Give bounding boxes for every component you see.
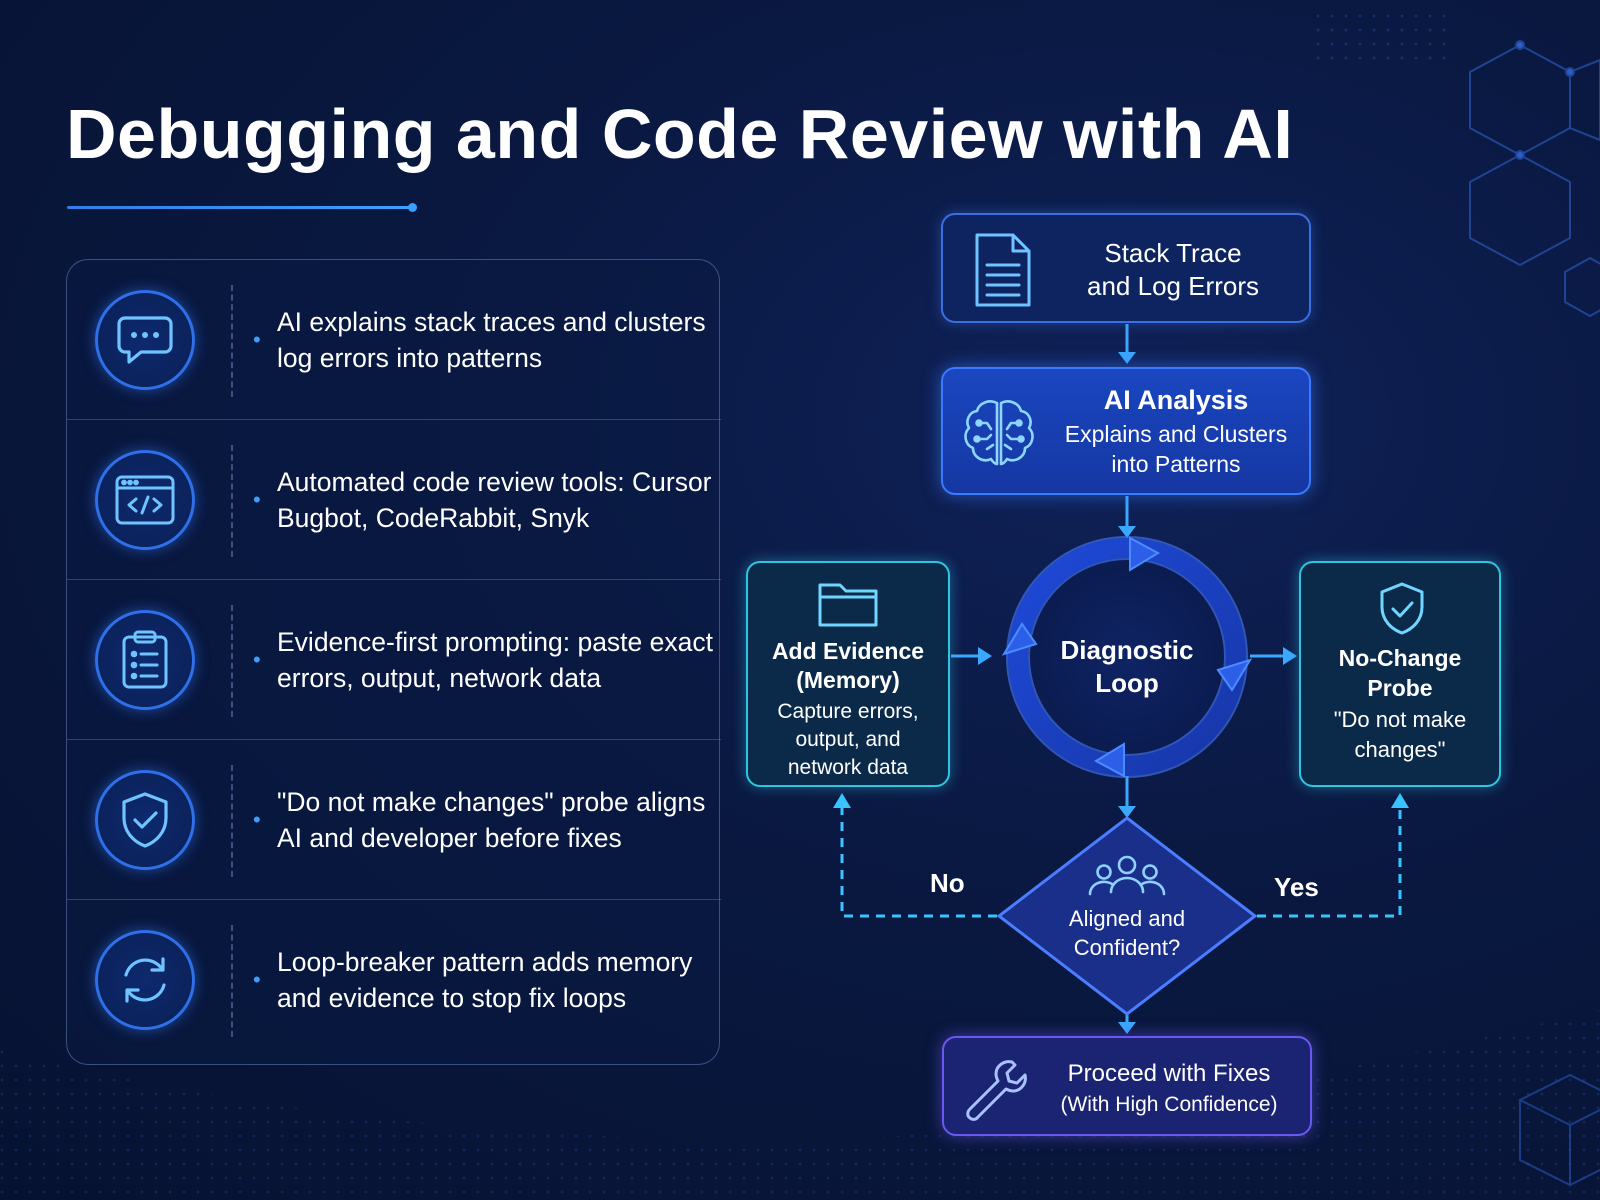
diagnostic-loop-line1: Diagnostic xyxy=(1060,635,1194,665)
divider xyxy=(231,925,233,1037)
decision-diamond xyxy=(996,816,1258,1016)
no-path-dashed xyxy=(840,804,997,918)
probe-line1: "Do not make xyxy=(1333,707,1467,732)
feature-item-evidence-first: • Evidence-first prompting: paste exact … xyxy=(67,580,721,740)
proceed-line1: Proceed with Fixes xyxy=(1067,1060,1271,1087)
feature-text: "Do not make changes" probe aligns AI an… xyxy=(277,787,706,853)
stack-trace-line2: and Log Errors xyxy=(1087,271,1259,301)
add-evidence-title1: Add Evidence xyxy=(771,638,925,664)
arrow-no-to-evidence xyxy=(833,793,851,808)
proceed-box: Proceed with Fixes (With High Confidence… xyxy=(942,1036,1312,1136)
no-change-probe-box: No-Change Probe "Do not make changes" xyxy=(1299,561,1501,787)
add-evidence-line1: Capture errors, xyxy=(777,700,919,723)
ai-analysis-line1: Explains and Clusters xyxy=(1064,421,1288,447)
feature-text: Loop-breaker pattern adds memory and evi… xyxy=(277,947,693,1013)
arrow-yes-to-probe xyxy=(1391,793,1409,808)
stack-trace-line1: Stack Trace xyxy=(1104,238,1242,268)
page-title: Debugging and Code Review with AI xyxy=(66,95,1294,173)
feature-text: AI explains stack traces and clusters lo… xyxy=(277,307,706,373)
ai-analysis-box: AI Analysis Explains and Clusters into P… xyxy=(941,367,1311,495)
shield-check-icon xyxy=(95,770,195,870)
proceed-line2: (With High Confidence) xyxy=(1060,1093,1278,1116)
shield-check-icon xyxy=(1380,582,1424,635)
decision-line2: Confident? xyxy=(1073,935,1181,960)
divider xyxy=(231,605,233,717)
arrow-loop-to-probe xyxy=(1250,647,1297,665)
document-icon xyxy=(975,233,1031,307)
arrow-evidence-to-loop xyxy=(951,647,992,665)
feature-item-no-change-probe: • "Do not make changes" probe aligns AI … xyxy=(67,740,721,900)
people-group-icon xyxy=(1088,855,1166,896)
clipboard-list-icon xyxy=(95,610,195,710)
feature-item-code-review-tools: • Automated code review tools: Cursor Bu… xyxy=(67,420,721,580)
probe-title2: Probe xyxy=(1367,675,1433,701)
diagnostic-loop-line2: Loop xyxy=(1095,668,1159,698)
decision-label: Aligned and Confident? xyxy=(1042,904,1212,962)
bullet-dot: • xyxy=(253,487,261,512)
folder-icon xyxy=(818,583,878,627)
add-evidence-line3: network data xyxy=(787,756,909,779)
title-underline xyxy=(67,203,417,212)
probe-title1: No-Change xyxy=(1338,645,1462,671)
divider xyxy=(231,445,233,557)
ai-analysis-title: AI Analysis xyxy=(1103,385,1249,415)
divider xyxy=(231,765,233,877)
add-evidence-title2: (Memory) xyxy=(796,667,900,693)
chat-bubble-icon xyxy=(95,290,195,390)
divider xyxy=(231,285,233,397)
diagnostic-loop-label: Diagnostic Loop xyxy=(1042,634,1212,700)
refresh-cycle-icon xyxy=(95,930,195,1030)
bullet-dot: • xyxy=(253,807,261,832)
yes-label: Yes xyxy=(1274,872,1319,902)
brain-circuit-icon xyxy=(964,400,1034,466)
wrench-icon xyxy=(966,1060,1027,1121)
bullet-dot: • xyxy=(253,967,261,992)
add-evidence-line2: output, and xyxy=(795,728,901,751)
code-window-icon xyxy=(95,450,195,550)
features-panel: • AI explains stack traces and clusters … xyxy=(66,259,721,1065)
feature-item-loop-breaker: • Loop-breaker pattern adds memory and e… xyxy=(67,900,721,1060)
ai-analysis-line2: into Patterns xyxy=(1111,451,1241,477)
feature-item-ai-explains: • AI explains stack traces and clusters … xyxy=(67,260,721,420)
stack-trace-box: Stack Trace and Log Errors xyxy=(941,213,1311,323)
feature-text: Automated code review tools: Cursor Bugb… xyxy=(277,467,712,533)
arrow-ai-to-loop xyxy=(1118,496,1136,538)
bullet-dot: • xyxy=(253,647,261,672)
arrow-stack-to-ai xyxy=(1118,324,1136,364)
no-label: No xyxy=(930,868,965,898)
add-evidence-box: Add Evidence (Memory) Capture errors, ou… xyxy=(746,561,950,787)
feature-text: Evidence-first prompting: paste exact er… xyxy=(277,627,713,693)
bullet-dot: • xyxy=(253,327,261,352)
decision-line1: Aligned and xyxy=(1068,906,1186,931)
probe-line2: changes" xyxy=(1354,737,1446,762)
diagnostic-loop-ring xyxy=(1001,536,1253,778)
